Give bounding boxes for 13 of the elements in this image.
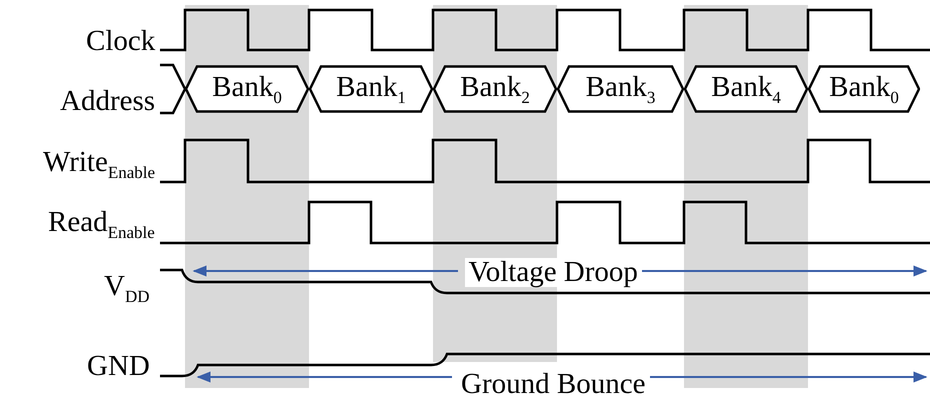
bus-value-hexagon: Bank$_{0}$	[185, 65, 309, 113]
signal-name: Address	[60, 87, 156, 116]
signal-name: Clock	[86, 27, 156, 56]
signal-name: GND	[87, 352, 150, 381]
bus-value-hexagon: Bank$_{3}$	[557, 65, 684, 113]
bus-value-hexagon: Bank$_{1}$	[309, 65, 433, 113]
bus-value-hexagon: Bank$_{0}$	[808, 65, 920, 113]
annotation-text: Voltage Droop	[464, 258, 642, 287]
bus-value-hexagon: Bank$_{4}$	[684, 65, 808, 113]
bus-value-hexagon: Bank$_{2}$	[433, 65, 557, 113]
signal-name: V$_{DD}$	[104, 272, 150, 305]
signal-name: Write$_{Enable}$	[43, 148, 156, 181]
signal-name: Read$_{Enable}$	[48, 208, 155, 241]
